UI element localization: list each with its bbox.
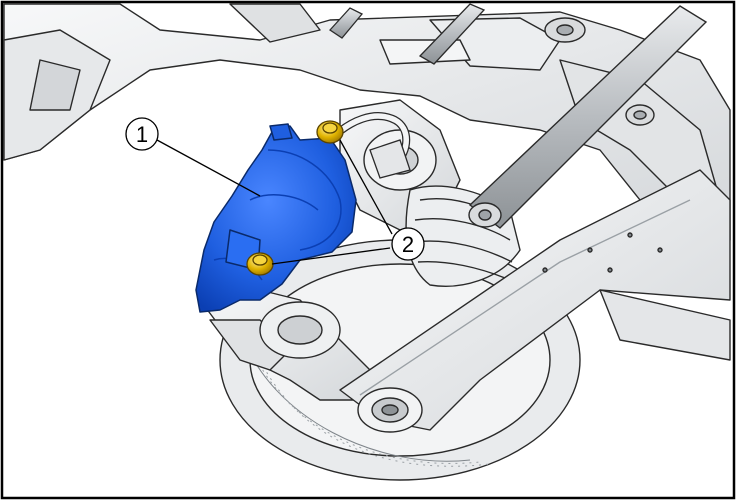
leader-line-2-upper — [339, 139, 393, 235]
leader-line-1 — [156, 139, 261, 197]
caliper-bolt-upper — [316, 120, 344, 144]
leader-line-2-lower — [271, 247, 391, 265]
callout-leaders — [156, 139, 393, 265]
callout-2-label: 2 — [402, 232, 414, 257]
callout-1-label: 1 — [136, 122, 148, 147]
brake-caliper — [195, 123, 357, 313]
brake-hose — [327, 112, 411, 179]
caliper-bolt-lower — [246, 252, 274, 276]
drive-shaft — [468, 5, 708, 229]
callout-2: 2 — [391, 227, 425, 261]
lower-control-arm — [339, 169, 731, 433]
upper-rods — [329, 3, 486, 65]
callout-1: 1 — [125, 117, 159, 151]
